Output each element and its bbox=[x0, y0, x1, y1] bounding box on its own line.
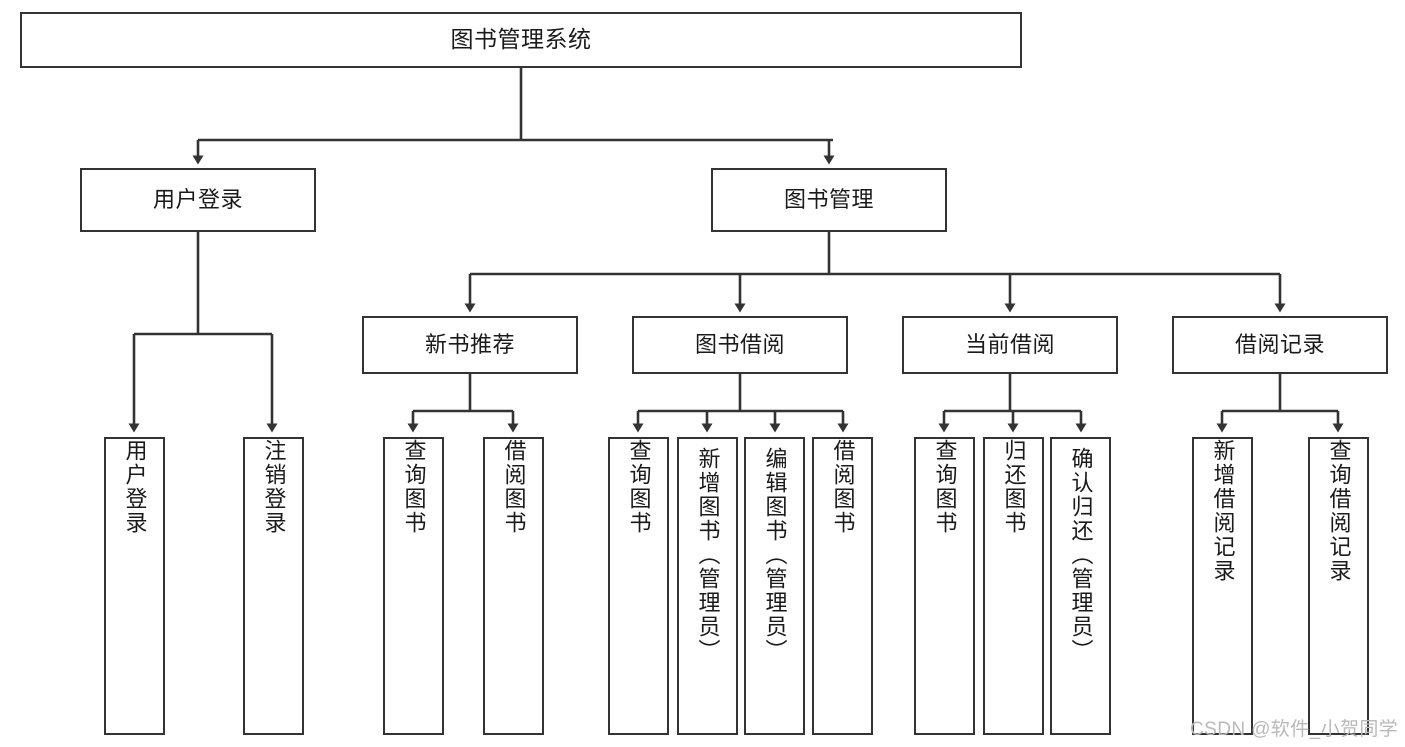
leaf-borrow-books-recommend[interactable]: 借阅图书 bbox=[483, 437, 544, 735]
leaf-add-borrow-record[interactable]: 新增借阅记录 bbox=[1192, 437, 1253, 735]
node-label: 注销登录 bbox=[261, 439, 287, 535]
node-label: 图书管理系统 bbox=[450, 26, 592, 53]
node-new-book-recommendation[interactable]: 新书推荐 bbox=[362, 316, 578, 374]
node-label: 借阅图书 bbox=[830, 439, 856, 535]
node-label: 查询借阅记录 bbox=[1326, 439, 1352, 583]
node-label: 新书推荐 bbox=[424, 332, 515, 358]
node-label: 新增图书（管理员） bbox=[695, 447, 721, 663]
leaf-query-books-borrow[interactable]: 查询图书 bbox=[608, 437, 669, 735]
node-label: 归还图书 bbox=[1001, 439, 1027, 535]
node-label: 当前借阅 bbox=[964, 332, 1055, 358]
leaf-confirm-return-admin[interactable]: 确认归还（管理员） bbox=[1050, 437, 1111, 735]
node-label: 用户登录 bbox=[122, 439, 148, 535]
node-root-book-management-system[interactable]: 图书管理系统 bbox=[20, 12, 1022, 68]
leaf-borrow-books[interactable]: 借阅图书 bbox=[812, 437, 873, 735]
node-label: 借阅记录 bbox=[1234, 332, 1325, 358]
node-label: 借阅图书 bbox=[501, 439, 527, 535]
node-current-borrowing[interactable]: 当前借阅 bbox=[902, 316, 1118, 374]
node-user-login[interactable]: 用户登录 bbox=[80, 168, 316, 232]
node-label: 查询图书 bbox=[626, 439, 652, 535]
leaf-query-borrow-record[interactable]: 查询借阅记录 bbox=[1308, 437, 1369, 735]
leaf-edit-book-admin[interactable]: 编辑图书（管理员） bbox=[744, 437, 805, 735]
leaf-query-books-current[interactable]: 查询图书 bbox=[914, 437, 975, 735]
node-borrowing-records[interactable]: 借阅记录 bbox=[1172, 316, 1388, 374]
node-book-borrowing[interactable]: 图书借阅 bbox=[632, 316, 848, 374]
leaf-add-book-admin[interactable]: 新增图书（管理员） bbox=[677, 437, 738, 735]
node-label: 新增借阅记录 bbox=[1210, 439, 1236, 583]
leaf-user-login[interactable]: 用户登录 bbox=[104, 437, 165, 735]
leaf-query-books-recommend[interactable]: 查询图书 bbox=[383, 437, 444, 735]
node-label: 图书借阅 bbox=[694, 332, 785, 358]
node-label: 查询图书 bbox=[401, 439, 427, 535]
node-label: 确认归还（管理员） bbox=[1068, 447, 1094, 663]
node-book-management[interactable]: 图书管理 bbox=[711, 168, 947, 232]
leaf-logout[interactable]: 注销登录 bbox=[243, 437, 304, 735]
node-label: 查询图书 bbox=[932, 439, 958, 535]
node-label: 图书管理 bbox=[783, 187, 874, 213]
node-label: 编辑图书（管理员） bbox=[762, 447, 788, 663]
watermark: CSDN @软件_小贺同学 bbox=[1190, 719, 1399, 740]
leaf-return-books[interactable]: 归还图书 bbox=[983, 437, 1044, 735]
node-label: 用户登录 bbox=[152, 187, 243, 213]
